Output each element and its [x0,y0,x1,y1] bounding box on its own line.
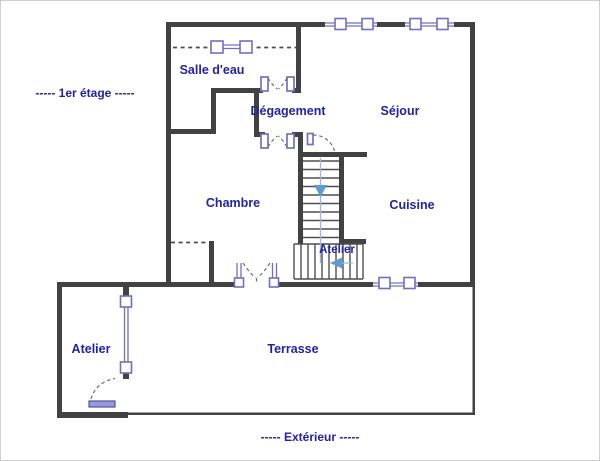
floor-label: ----- 1er étage ----- [35,86,134,100]
wall-stair-stub [339,239,366,244]
wall-degagement-bottom-b [292,132,301,137]
window-glazing [123,307,129,362]
window-frame-icon [210,40,224,54]
window-frame-icon [334,17,347,31]
window-frame-icon [436,17,449,31]
wall-terrasse-right [472,287,475,415]
door-swing-arc [267,135,288,148]
wall-top [166,22,475,27]
wall-bottom-right-segment [270,282,475,287]
stairs-down-arrow-icon [314,185,327,197]
wall-closet [209,241,214,282]
window-frame-icon [403,276,416,290]
wall-terrasse-bottom [128,412,475,415]
wall-salledeau-south-a [211,88,263,93]
wall-atelier-right-a [123,282,129,296]
room-label-terrasse: Terrasse [267,342,318,356]
door-stairs [306,132,336,154]
wall-atelier-right-b [123,373,129,379]
wall-left [166,22,171,287]
room-label-degagement: Dégagement [250,104,326,118]
window-frame-icon [239,40,253,54]
wall-atelier-bottom [57,412,128,418]
exterior-walls [57,22,475,287]
door-jamb-icon [286,76,295,92]
door-swing-arc [267,77,288,90]
wall-stair-top [298,152,367,157]
window-frame-icon [119,295,133,308]
wall-stair-left [298,132,303,244]
window-bottom [373,276,418,290]
window-frame-icon [409,17,422,31]
door-jamb-icon [268,277,280,288]
stairs-left-arrow-icon [330,257,342,269]
window-atelier [119,295,133,374]
wall-atelier-left [57,282,62,418]
window-frame-icon [361,17,374,31]
wall-degagement-left [254,88,259,137]
window-frame-icon [378,276,391,290]
room-label-atelier: Atelier [72,342,111,356]
door-swing-arc [90,377,116,400]
door-jamb-icon [286,133,295,149]
room-label-atelier-stairs: Atelier [319,244,355,256]
room-label-salle-deau: Salle d'eau [180,63,245,77]
window-top-2 [405,17,454,31]
room-label-cuisine: Cuisine [389,198,434,212]
door-jamb-icon [306,132,314,146]
annex-walls [57,282,475,418]
wall-chambre-top [166,129,216,134]
door-french-terrasse [233,262,280,288]
door-leaf-icon [88,400,116,408]
interior-walls [166,22,367,282]
window-top-1 [325,17,377,31]
room-label-sejour: Séjour [381,104,420,118]
door-jamb-icon [233,277,245,288]
wall-stub-vertical [211,88,216,134]
window-salledeau [210,40,253,54]
door-jamb-icon [260,76,269,92]
wall-stair-right [339,152,344,244]
window-glazing [222,44,241,50]
door-jamb [236,263,278,278]
door-jamb-icon [260,133,269,149]
staircase [293,158,364,280]
window-frame-icon [119,361,133,374]
door-degagement-salledeau [260,76,295,92]
wall-salledeau-sejour [296,22,301,93]
door-swing-arc [312,134,336,154]
wall-right [470,22,475,287]
door-atelier [88,377,116,408]
exterior-label: ----- Extérieur ----- [261,430,360,444]
wall-salledeau-south-b [292,88,301,93]
wall-degagement-bottom-a [254,132,265,137]
door-swing-arc [242,262,271,283]
door-degagement-chambre [260,133,295,149]
room-label-chambre: Chambre [206,196,260,210]
wall-bottom-left-segment [57,282,243,287]
